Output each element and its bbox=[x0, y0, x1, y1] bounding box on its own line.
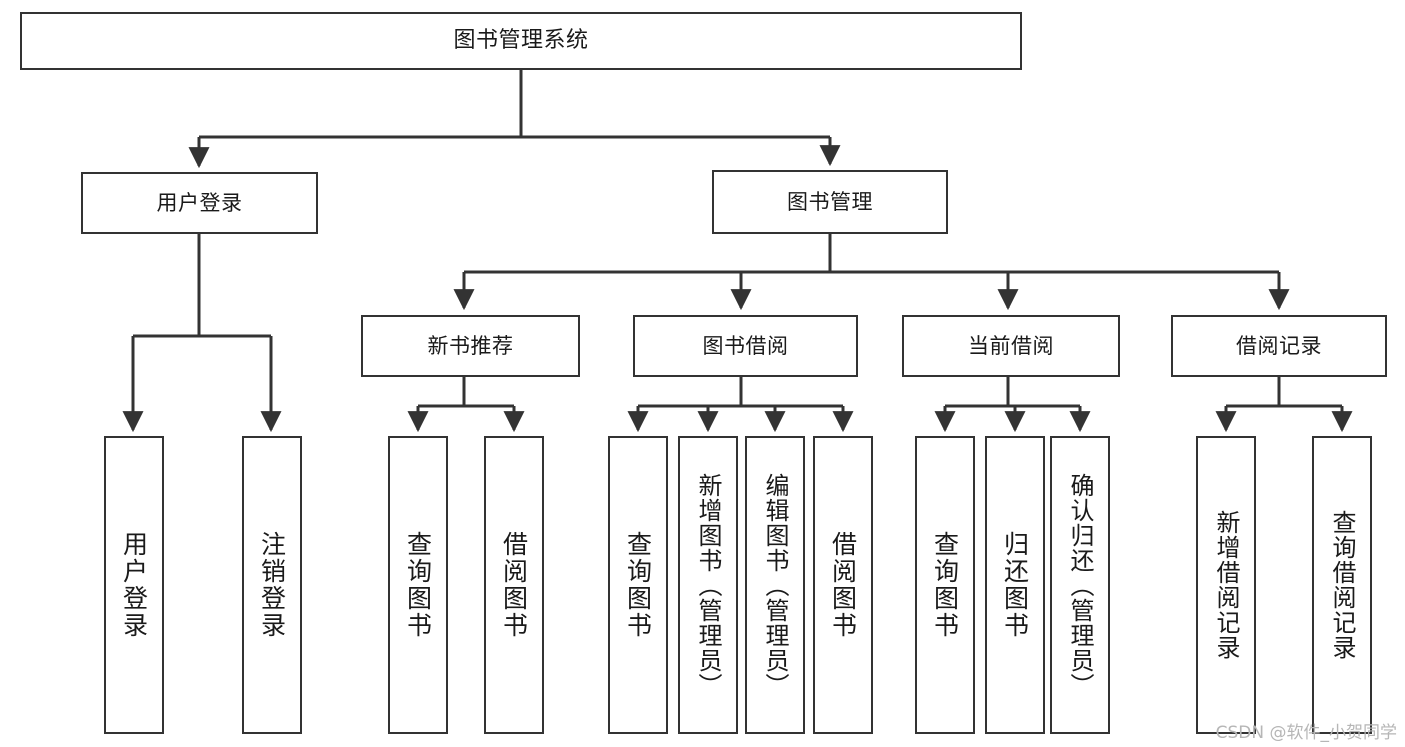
node-leaf-add-borrow-record[interactable]: 新增借阅记录 bbox=[1196, 436, 1256, 734]
node-label: 归还图书 bbox=[1000, 531, 1030, 639]
node-leaf-query-borrow-record[interactable]: 查询借阅记录 bbox=[1312, 436, 1372, 734]
node-label: 新增图书（管理员） bbox=[694, 472, 722, 698]
node-leaf-edit-book-admin[interactable]: 编辑图书（管理员） bbox=[745, 436, 805, 734]
node-new-book-recommendation[interactable]: 新书推荐 bbox=[361, 315, 580, 377]
node-label: 确认归还（管理员） bbox=[1066, 472, 1094, 698]
node-label: 新增借阅记录 bbox=[1212, 510, 1240, 660]
node-leaf-confirm-return-admin[interactable]: 确认归还（管理员） bbox=[1050, 436, 1110, 734]
node-leaf-query-books-current[interactable]: 查询图书 bbox=[915, 436, 975, 734]
node-leaf-query-books-recommendation[interactable]: 查询图书 bbox=[388, 436, 448, 734]
node-leaf-return-books[interactable]: 归还图书 bbox=[985, 436, 1045, 734]
node-leaf-user-login[interactable]: 用户登录 bbox=[104, 436, 164, 734]
node-user-login[interactable]: 用户登录 bbox=[81, 172, 318, 234]
node-leaf-add-book-admin[interactable]: 新增图书（管理员） bbox=[678, 436, 738, 734]
node-label: 借阅图书 bbox=[828, 531, 858, 639]
node-label: 编辑图书（管理员） bbox=[761, 472, 789, 698]
node-leaf-logout[interactable]: 注销登录 bbox=[242, 436, 302, 734]
node-leaf-borrow-books-recommendation[interactable]: 借阅图书 bbox=[484, 436, 544, 734]
node-label: 借阅图书 bbox=[499, 531, 529, 639]
node-label: 用户登录 bbox=[156, 190, 243, 215]
node-leaf-query-books-borrowing[interactable]: 查询图书 bbox=[608, 436, 668, 734]
node-label: 图书管理系统 bbox=[453, 28, 589, 54]
node-book-management[interactable]: 图书管理 bbox=[712, 170, 948, 234]
node-borrow-records[interactable]: 借阅记录 bbox=[1171, 315, 1387, 377]
node-leaf-borrow-books-borrowing[interactable]: 借阅图书 bbox=[813, 436, 873, 734]
csdn-watermark: CSDN @软件_小贺同学 bbox=[1215, 723, 1397, 743]
node-book-borrowing[interactable]: 图书借阅 bbox=[633, 315, 858, 377]
node-label: 查询图书 bbox=[623, 531, 653, 639]
node-label: 查询图书 bbox=[403, 531, 433, 639]
node-current-borrowing[interactable]: 当前借阅 bbox=[902, 315, 1120, 377]
node-label: 图书管理 bbox=[787, 189, 873, 214]
node-label: 用户登录 bbox=[119, 531, 149, 639]
node-label: 查询图书 bbox=[930, 531, 960, 639]
node-root-book-management-system[interactable]: 图书管理系统 bbox=[20, 12, 1022, 70]
node-label: 查询借阅记录 bbox=[1328, 510, 1356, 660]
node-label: 新书推荐 bbox=[427, 333, 514, 358]
node-label: 当前借阅 bbox=[968, 333, 1054, 358]
node-label: 借阅记录 bbox=[1236, 333, 1322, 358]
node-label: 注销登录 bbox=[257, 531, 287, 639]
node-label: 图书借阅 bbox=[702, 333, 789, 358]
